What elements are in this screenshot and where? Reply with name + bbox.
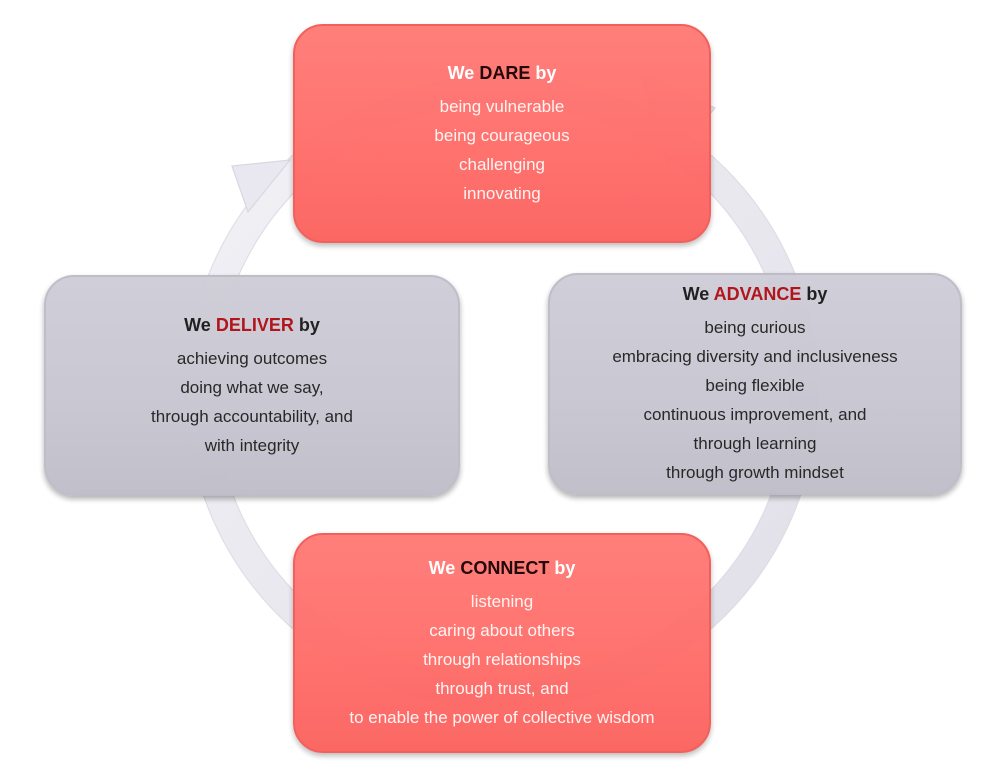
dare-title-suffix: by [535,62,557,83]
deliver-list: achieving outcomes doing what we say, th… [151,344,353,460]
deliver-item: achieving outcomes [176,348,328,368]
dare-item: innovating [463,183,541,203]
connect-keyword: CONNECT [460,557,550,578]
dare-item: challenging [458,154,545,174]
dare-list: being vulnerable being courageous challe… [434,92,569,208]
advance-item: through learning [693,434,817,453]
advance-item: through growth mindset [666,463,844,482]
deliver-keyword: DELIVER [215,314,294,335]
connect-item: listening [470,591,534,611]
dare-title: We DARE by [448,60,557,86]
advance-list: being curious embracing diversity and in… [612,313,897,487]
connect-title: We CONNECT by [429,555,576,581]
deliver-title-suffix: by [298,314,320,335]
deliver-item: through accountability, and [151,406,353,426]
deliver-title-prefix: We [184,314,211,335]
advance-keyword: ADVANCE [713,284,802,304]
advance-item: continuous improvement, and [643,405,867,424]
deliver-title: We DELIVER by [184,312,320,338]
advance-title-suffix: by [806,284,828,304]
advance-title: We ADVANCE by [683,281,828,307]
dare-keyword: DARE [479,62,531,83]
connect-title-prefix: We [428,557,456,578]
dare-item: being vulnerable [439,96,565,116]
connect-item: to enable the power of collective wisdom [349,707,655,727]
advance-box: We ADVANCE by being curious embracing di… [548,273,962,495]
dare-item: being courageous [434,125,570,145]
advance-item: being curious [704,318,806,337]
advance-title-prefix: We [682,284,710,304]
deliver-item: doing what we say, [180,377,324,397]
connect-title-suffix: by [554,557,576,578]
connect-box: We CONNECT by listening caring about oth… [293,533,711,753]
connect-item: caring about others [429,620,575,640]
advance-item: embracing diversity and inclusiveness [612,347,898,366]
connect-item: through trust, and [435,678,569,698]
connect-item: through relationships [423,649,581,669]
deliver-item: with integrity [204,435,300,455]
deliver-box: We DELIVER by achieving outcomes doing w… [44,275,460,496]
dare-box: We DARE by being vulnerable being courag… [293,24,711,243]
advance-item: being flexible [705,376,805,395]
cycle-arrowhead-left [231,159,292,214]
dare-title-prefix: We [447,62,475,83]
connect-list: listening caring about others through re… [349,587,654,732]
